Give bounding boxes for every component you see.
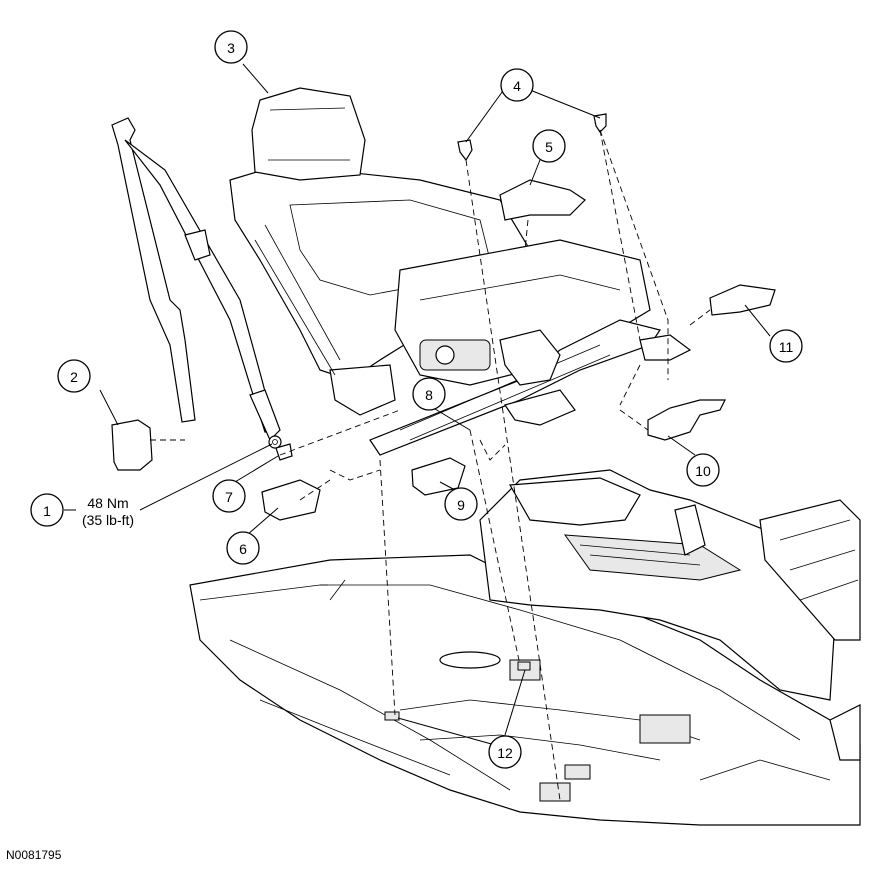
torque-spec: 48 Nm (35 lb-ft) — [64, 495, 134, 528]
part-5-trim — [499, 179, 586, 221]
part-4-bolts — [457, 113, 607, 162]
callout-3: 3 — [214, 30, 248, 64]
svg-text:4: 4 — [513, 78, 521, 94]
part-12-fasteners — [384, 661, 531, 721]
seat-track — [369, 319, 692, 456]
part-11-trim — [709, 284, 776, 316]
leader-lines — [99, 63, 771, 746]
callout-6: 6 — [226, 531, 260, 565]
part-6-bracket — [261, 479, 321, 521]
part-7-bolt — [275, 443, 293, 461]
center-console — [479, 469, 861, 701]
svg-text:7: 7 — [225, 489, 233, 505]
svg-text:12: 12 — [497, 745, 513, 761]
torque-imperial: (35 lb-ft) — [82, 512, 134, 528]
svg-text:8: 8 — [425, 387, 433, 403]
svg-text:2: 2 — [70, 369, 78, 385]
callout-4: 4 — [500, 68, 534, 102]
svg-text:3: 3 — [227, 40, 235, 56]
callout-2: 2 — [57, 359, 91, 393]
seat-belt — [111, 117, 282, 449]
svg-text:6: 6 — [239, 541, 247, 557]
part-10-harness — [647, 399, 726, 441]
callout-9: 9 — [444, 487, 478, 521]
callout-11: 11 — [769, 329, 803, 363]
svg-text:1: 1 — [43, 503, 51, 519]
torque-metric: 48 Nm — [87, 495, 128, 511]
figure-id: N0081795 — [6, 848, 62, 862]
svg-text:11: 11 — [779, 339, 794, 355]
floor-pan — [189, 554, 861, 826]
alignment-lines — [150, 129, 711, 801]
part-2-trim-cover — [111, 419, 153, 471]
svg-text:5: 5 — [545, 139, 553, 155]
callout-10: 10 — [686, 453, 720, 487]
callout-12: 12 — [488, 735, 522, 769]
callout-8: 8 — [412, 377, 446, 411]
callout-1: 1 — [30, 493, 64, 527]
callout-7: 7 — [212, 479, 246, 513]
svg-text:10: 10 — [695, 463, 711, 479]
svg-text:9: 9 — [457, 497, 465, 513]
callout-5: 5 — [532, 129, 566, 163]
seat-back — [229, 87, 651, 416]
